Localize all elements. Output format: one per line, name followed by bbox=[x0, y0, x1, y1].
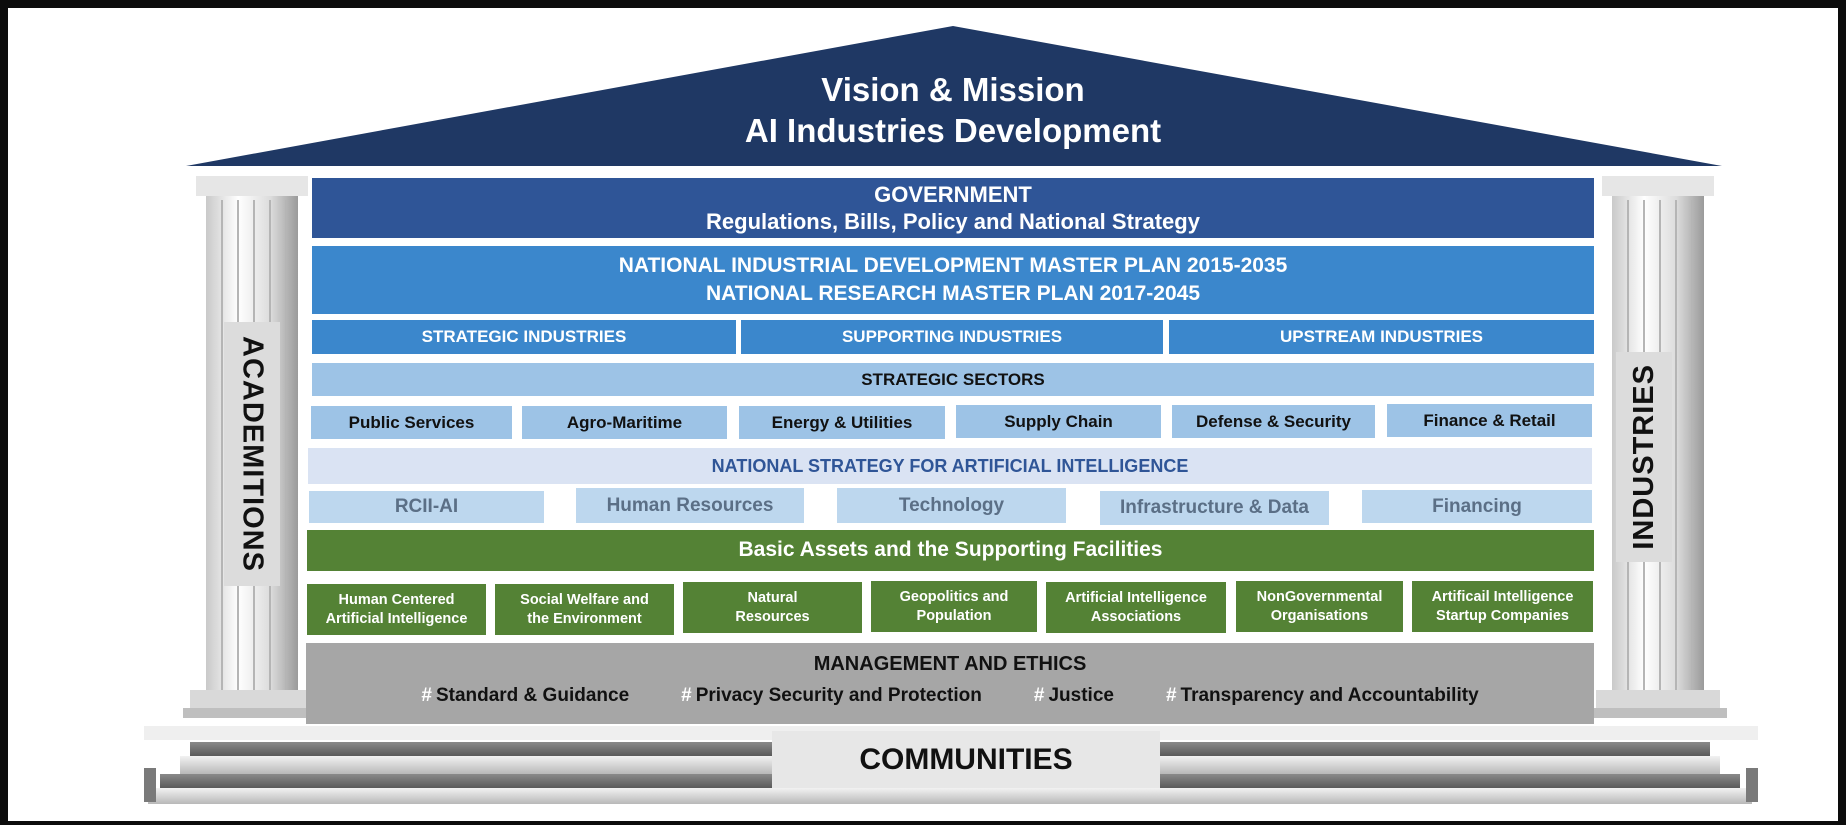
asset-ngos: NonGovernmental Organisations bbox=[1236, 581, 1403, 632]
supporting-industries-box: SUPPORTING INDUSTRIES bbox=[741, 320, 1163, 354]
right-pillar-label: INDUSTRIES bbox=[1616, 352, 1672, 562]
strategic-industries-box: STRATEGIC INDUSTRIES bbox=[312, 320, 736, 354]
asset-ai-startups: Artificail Intelligence Startup Companie… bbox=[1412, 581, 1593, 632]
communities-label: COMMUNITIES bbox=[772, 731, 1160, 788]
sector-finance-retail: Finance & Retail bbox=[1387, 404, 1592, 437]
master-plan-line-2: NATIONAL RESEARCH MASTER PLAN 2017-2045 bbox=[706, 282, 1200, 305]
upstream-industries-box: UPSTREAM INDUSTRIES bbox=[1169, 320, 1594, 354]
government-title: GOVERNMENT bbox=[874, 181, 1032, 207]
asset-human-centered-ai: Human Centered Artificial Intelligence bbox=[307, 584, 486, 635]
strategic-sectors-band: STRATEGIC SECTORS bbox=[312, 363, 1594, 396]
ai-pillar-human-resources: Human Resources bbox=[576, 488, 804, 523]
sector-public-services: Public Services bbox=[311, 406, 512, 439]
roof-line-1: Vision & Mission bbox=[821, 70, 1085, 108]
ethics-items: #Standard & Guidance #Privacy Security an… bbox=[306, 685, 1594, 713]
asset-social-welfare: Social Welfare and the Environment bbox=[495, 584, 674, 635]
government-subtitle: Regulations, Bills, Policy and National … bbox=[706, 209, 1200, 234]
government-band: GOVERNMENT Regulations, Bills, Policy an… bbox=[312, 178, 1594, 238]
ethics-item: #Standard & Guidance bbox=[421, 685, 630, 706]
master-plan-line-1: NATIONAL INDUSTRIAL DEVELOPMENT MASTER P… bbox=[618, 253, 1288, 277]
ethics-title: MANAGEMENT AND ETHICS bbox=[813, 652, 1087, 675]
sector-energy-utilities: Energy & Utilities bbox=[739, 406, 945, 439]
asset-geopolitics-population: Geopolitics and Population bbox=[871, 581, 1037, 632]
sector-defense-security: Defense & Security bbox=[1172, 405, 1375, 438]
left-pillar-text: ACADEMITIONS bbox=[236, 336, 269, 572]
ethics-band: MANAGEMENT AND ETHICS #Standard & Guidan… bbox=[306, 643, 1594, 724]
ai-pillar-technology: Technology bbox=[837, 488, 1066, 523]
ethics-item: #Privacy Security and Protection bbox=[681, 685, 982, 706]
left-pillar-label: ACADEMITIONS bbox=[224, 322, 280, 586]
roof-line-2: AI Industries Development bbox=[744, 112, 1162, 149]
master-plan-band: NATIONAL INDUSTRIAL DEVELOPMENT MASTER P… bbox=[312, 246, 1594, 314]
asset-ai-associations: Artificial Intelligence Associations bbox=[1046, 582, 1226, 633]
ethics-item: #Justice bbox=[1033, 685, 1114, 706]
ai-pillar-financing: Financing bbox=[1362, 490, 1592, 523]
ai-strategy-band: NATIONAL STRATEGY FOR ARTIFICIAL INTELLI… bbox=[308, 448, 1592, 484]
sector-supply-chain: Supply Chain bbox=[956, 405, 1161, 438]
ai-pillar-infrastructure-data: Infrastructure & Data bbox=[1100, 491, 1329, 525]
right-pillar-text: INDUSTRIES bbox=[1627, 364, 1660, 550]
ai-pillar-rcii: RCII-AI bbox=[309, 491, 544, 523]
ethics-item: #Transparency and Accountability bbox=[1165, 685, 1479, 706]
asset-natural-resources: Natural Resources bbox=[683, 582, 862, 633]
sector-agro-maritime: Agro-Maritime bbox=[522, 406, 727, 439]
basic-assets-band: Basic Assets and the Supporting Faciliti… bbox=[307, 530, 1594, 571]
roof-title: Vision & Mission AI Industries Developme… bbox=[620, 62, 1286, 158]
